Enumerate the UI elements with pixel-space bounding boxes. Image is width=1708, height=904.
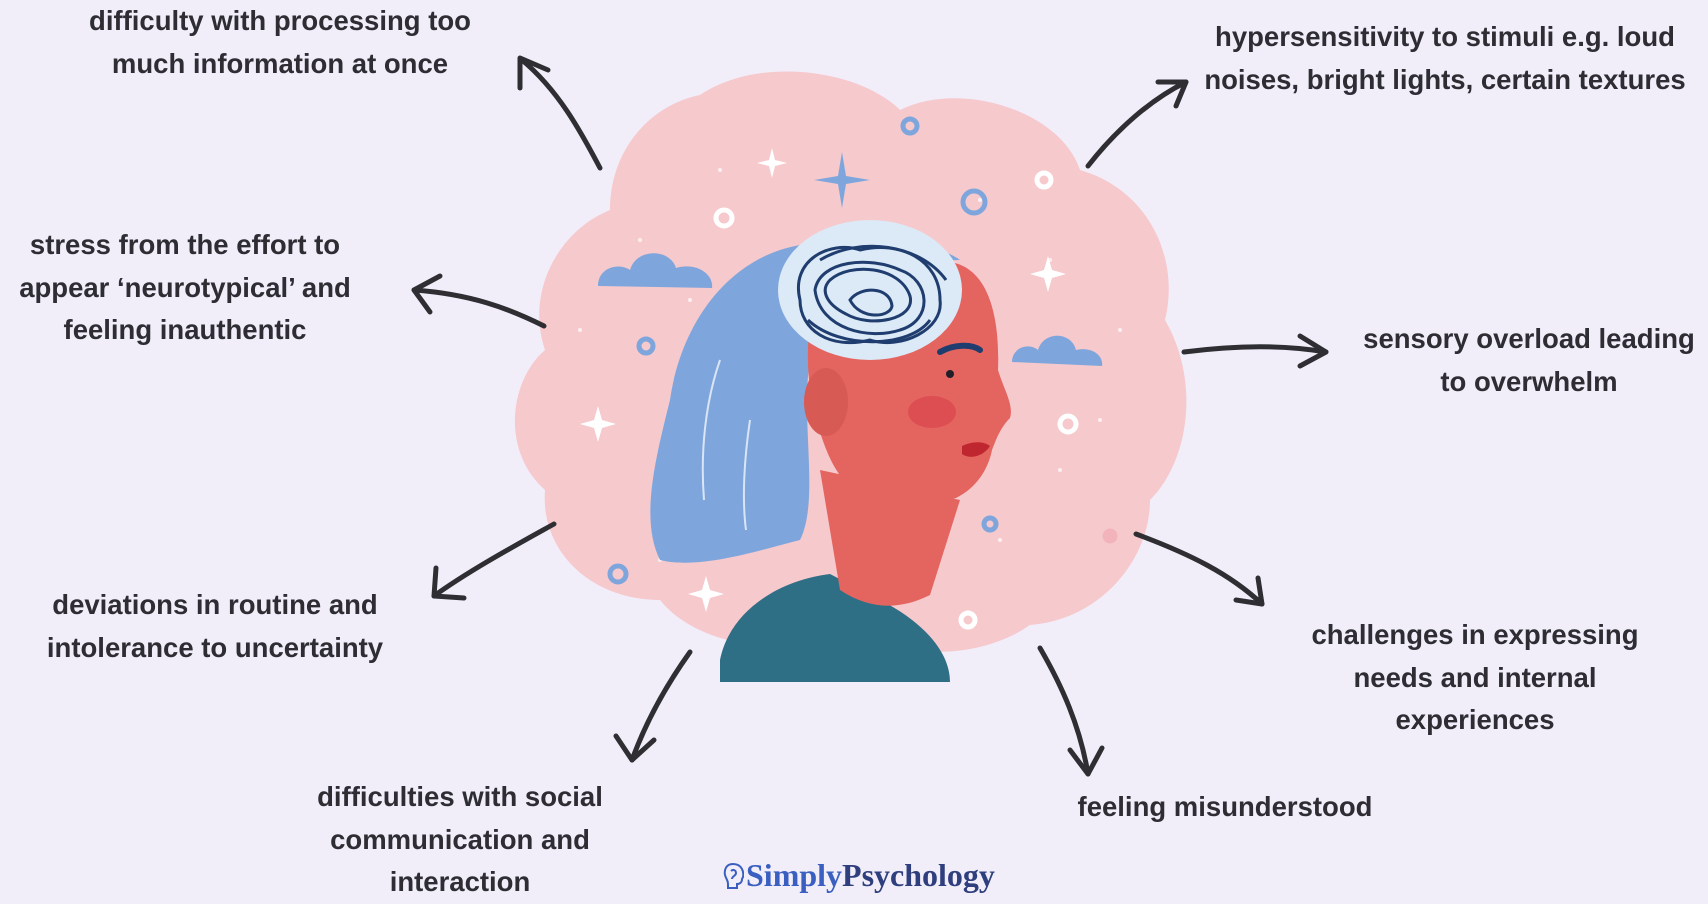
arrow-social bbox=[632, 652, 690, 760]
arrow-processing bbox=[522, 60, 600, 168]
arrow-routine bbox=[434, 524, 554, 596]
brand-part-psychology: Psychology bbox=[842, 857, 995, 893]
label-stress: stress from the effort to appear ‘neurot… bbox=[0, 224, 370, 352]
arrow-overload bbox=[1184, 347, 1326, 352]
arrow-misunderstood bbox=[1040, 648, 1088, 774]
label-expressing: challenges in expressing needs and inter… bbox=[1290, 614, 1660, 742]
label-misunderstood: feeling misunderstood bbox=[1060, 786, 1390, 829]
arrow-hypersensitivity bbox=[1088, 82, 1186, 166]
head-logo-icon bbox=[722, 862, 744, 890]
cheek bbox=[908, 396, 956, 428]
ear bbox=[804, 368, 848, 436]
label-routine: deviations in routine and intolerance to… bbox=[30, 584, 400, 669]
label-overload: sensory overload leading to overwhelm bbox=[1350, 318, 1708, 403]
label-social: difficulties with social communication a… bbox=[300, 776, 620, 904]
label-hypersensitivity: hypersensitivity to stimuli e.g. loud no… bbox=[1190, 16, 1700, 101]
arrow-expressing bbox=[1136, 534, 1262, 604]
eye bbox=[946, 370, 954, 378]
label-processing: difficulty with processing too much info… bbox=[60, 0, 500, 85]
brand-part-simply: Simply bbox=[746, 857, 842, 893]
arrow-stress bbox=[414, 290, 544, 326]
simplypsychology-logo: SimplyPsychology bbox=[722, 856, 995, 894]
